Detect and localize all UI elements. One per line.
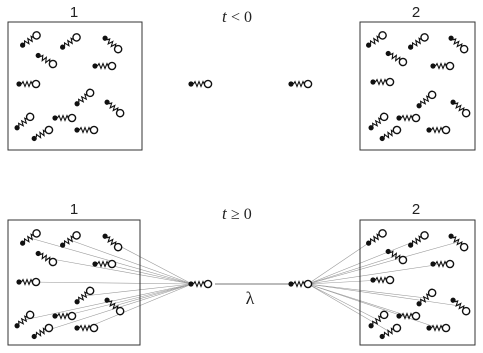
reservoir-coupling-line [103,263,193,285]
spring-dumbbell-molecule-icon [31,125,54,142]
spring-dumbbell-molecule-icon [385,248,408,265]
spring-dumbbell-molecule-icon [188,279,213,289]
top-right-box-label: 2 [412,4,420,21]
bottom-left-molecules [14,229,125,340]
reservoir-coupling-line [307,239,419,285]
spring-dumbbell-molecule-icon [396,311,421,321]
spring-dumbbell-molecule-icon [102,35,123,54]
spring-dumbbell-molecule-icon [92,259,117,269]
coupling-lines [23,237,461,333]
spring-dumbbell-molecule-icon [188,79,213,89]
spring-dumbbell-molecule-icon [16,79,41,89]
spring-dumbbell-molecule-icon [104,99,125,118]
top-panel: 1 2 t < 0 [7,4,476,151]
spring-dumbbell-molecule-icon [16,277,41,287]
bottom-left-reservoir-box [7,219,141,346]
bottom-time-variable: t [222,204,228,223]
spring-dumbbell-molecule-icon [288,279,313,289]
spring-dumbbell-molecule-icon [35,250,58,267]
reservoir-coupling-line [307,283,379,321]
spring-dumbbell-molecule-icon [368,310,389,329]
spring-dumbbell-molecule-icon [426,125,451,135]
spring-dumbbell-molecule-icon [74,286,95,305]
spring-dumbbell-molecule-icon [14,112,35,131]
reservoir-coupling-line [307,283,439,329]
top-left-reservoir-box [7,21,143,151]
spring-dumbbell-molecule-icon [448,233,469,252]
spring-dumbbell-molecule-icon [379,323,402,340]
spring-dumbbell-molecule-icon [416,288,437,307]
spring-dumbbell-molecule-icon [448,35,469,54]
spring-dumbbell-molecule-icon [102,233,123,252]
spring-dumbbell-molecule-icon [52,311,77,321]
spring-dumbbell-molecule-icon [408,33,429,50]
reservoir-coupling-line [113,283,193,307]
top-right-molecules [366,31,471,142]
spring-dumbbell-molecule-icon [74,88,95,107]
bottom-panel: 1 2 t ≥ 0 λ [7,201,476,346]
spring-dumbbell-molecule-icon [430,259,455,269]
reservoir-coupling-line [307,237,377,285]
bottom-free-molecules [188,279,313,289]
top-left-molecules [14,31,125,142]
spring-dumbbell-molecule-icon [74,323,99,333]
reservoir-coupling-line [27,281,193,285]
reservoir-coupling-line [63,283,193,317]
spring-dumbbell-molecule-icon [430,61,455,71]
spring-dumbbell-molecule-icon [288,79,313,89]
spring-dumbbell-molecule-icon [396,113,421,123]
top-free-molecules [188,79,313,89]
reservoir-coupling-line [307,283,427,299]
spring-dumbbell-molecule-icon [52,113,77,123]
reservoir-coupling-line [69,239,193,285]
spring-dumbbell-molecule-icon [366,31,387,48]
spring-dumbbell-molecule-icon [370,77,395,87]
spring-dumbbell-molecule-icon [416,90,437,109]
reservoir-coupling-line [45,257,193,285]
spring-dumbbell-molecule-icon [408,231,429,248]
top-right-reservoir-box [359,21,476,151]
reservoir-coupling-line [83,283,193,297]
bottom-time-condition: ≥ 0 [231,206,252,223]
top-time-condition: < 0 [231,9,252,26]
bottom-right-box-label: 2 [412,201,420,218]
coupling-constant-label: λ [246,288,255,308]
reservoir-coupling-line [85,283,193,329]
reservoir-coupling-line [307,255,397,285]
spring-dumbbell-molecule-icon [450,297,471,316]
reservoir-coupling-line [307,283,461,307]
bottom-right-molecules [366,229,471,340]
spring-dumbbell-molecule-icon [426,323,451,333]
spring-dumbbell-molecule-icon [104,297,125,316]
spring-dumbbell-molecule-icon [20,31,41,48]
reservoir-coupling-line [111,241,193,285]
spring-dumbbell-molecule-icon [60,231,81,248]
spring-dumbbell-molecule-icon [370,275,395,285]
spring-dumbbell-molecule-icon [14,310,35,329]
spring-dumbbell-molecule-icon [31,323,54,340]
reservoir-coupling-line [307,241,459,285]
bottom-left-box-label: 1 [70,201,78,218]
spring-dumbbell-molecule-icon [368,112,389,131]
bottom-right-reservoir-box [359,219,476,346]
top-left-box-label: 1 [70,4,78,21]
spring-dumbbell-molecule-icon [20,229,41,246]
spring-dumbbell-molecule-icon [450,99,471,118]
spring-dumbbell-molecule-icon [92,61,117,71]
spring-dumbbell-molecule-icon [74,125,99,135]
spring-dumbbell-molecule-icon [385,50,408,67]
reservoir-coupling-line [307,279,383,285]
spring-dumbbell-molecule-icon [35,52,58,69]
reservoir-coupling-line [307,283,391,333]
spring-dumbbell-molecule-icon [60,33,81,50]
top-time-variable: t [222,7,228,26]
spring-dumbbell-molecule-icon [379,125,402,142]
reservoir-coupling-line [307,263,443,285]
spring-dumbbell-molecule-icon [366,229,387,246]
